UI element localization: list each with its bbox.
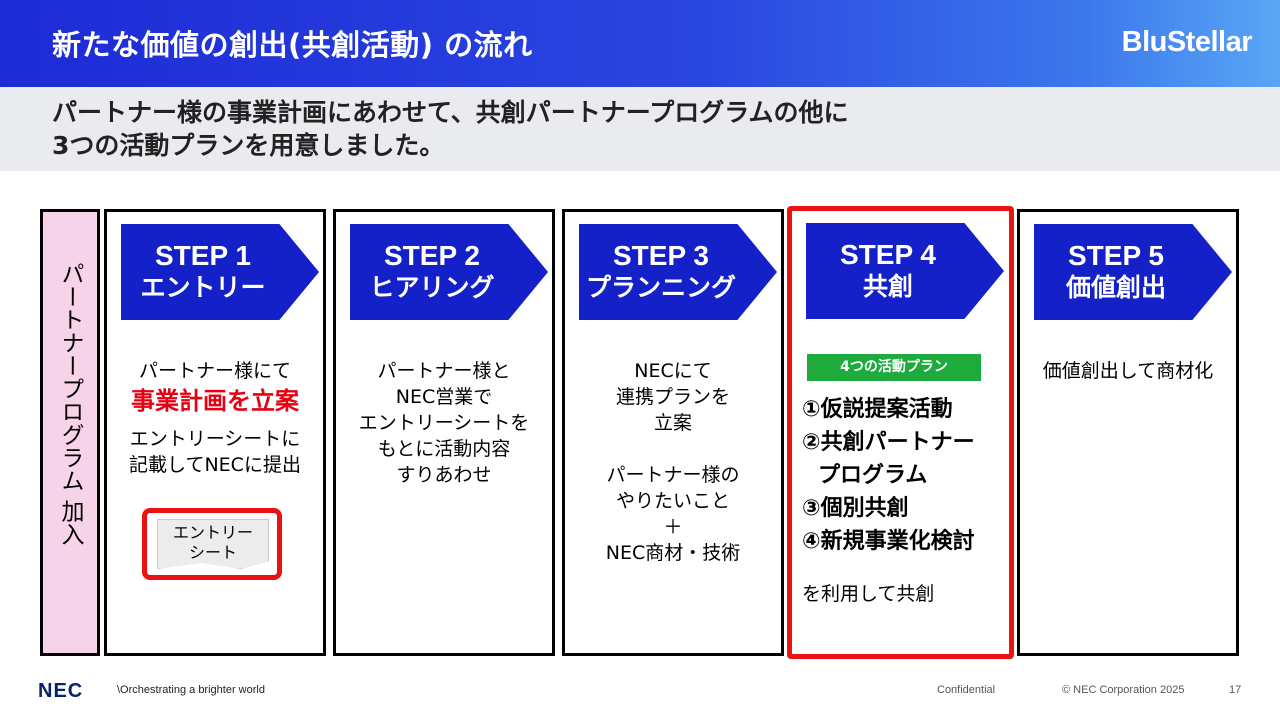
footer-tagline: \Orchestrating a brighter world [117, 684, 265, 696]
step-5-arrow: STEP 5 価値創出 [1034, 224, 1232, 320]
step-4-name: 共創 [862, 272, 913, 301]
step-1-line: エントリーシートに [129, 428, 301, 450]
step-4-arrow: STEP 4 共創 [806, 223, 1004, 319]
step-4-number: STEP 4 [840, 239, 936, 270]
step-2-number: STEP 2 [384, 240, 480, 271]
sheet-label: エントリー [172, 523, 253, 542]
page-title: 新たな価値の創出(共創活動) の流れ [52, 28, 533, 62]
step-3-line: NEC商材・技術 [605, 542, 741, 564]
step-3-line: やりたいこと [615, 490, 730, 512]
step-3-line: 立案 [653, 412, 692, 434]
plan-item-continued: プログラム [818, 463, 928, 488]
plan-item: ④新規事業化検討 [802, 529, 975, 554]
step-2-card: STEP 2 ヒアリング パートナー様と NEC営業で エントリーシートを もと… [333, 209, 555, 656]
step-4-card: STEP 4 共創 4つの活動プラン ①仮説提案活動 ②共創パートナー プログラ… [787, 206, 1014, 659]
plan-item: ②共創パートナー [802, 430, 975, 455]
step-2-line: すりあわせ [396, 464, 492, 486]
step-2-line: NEC営業で [395, 386, 493, 408]
step-5-line: 価値創出して商材化 [1042, 360, 1214, 382]
partner-program-join-box: パートナープログラム 加入 [40, 209, 100, 656]
step-3-line: パートナー様の [606, 464, 740, 486]
step-2-line: エントリーシートを [358, 412, 530, 434]
footer-copyright: © NEC Corporation 2025 [1062, 684, 1185, 696]
step-3-spacer [565, 436, 781, 462]
page-number: 17 [1229, 684, 1242, 696]
step-2-line: もとに活動内容 [377, 438, 511, 460]
footer-confidential: Confidential [937, 684, 996, 696]
step-1-description: パートナー様にて 事業計画を立案 エントリーシートに 記載してNECに提出 [107, 358, 323, 478]
step-1-line: 記載してNECに提出 [129, 454, 301, 476]
step-5-card: STEP 5 価値創出 価値創出して商材化 [1017, 209, 1239, 656]
step-2-description: パートナー様と NEC営業で エントリーシートを もとに活動内容 すりあわせ [336, 358, 552, 488]
activity-plan-badge: 4つの活動プラン [807, 354, 981, 381]
step-2-name: ヒアリング [369, 273, 495, 302]
step-2-line: パートナー様と [377, 360, 511, 382]
subtitle-line-2: 3つの活動プランを用意しました。 [52, 131, 445, 160]
step-1-highlight: 事業計画を立案 [131, 387, 299, 415]
step-1-number: STEP 1 [155, 240, 251, 271]
sheet-label: シート [188, 543, 237, 562]
nec-logo: NEC [38, 680, 84, 702]
subtitle: パートナー様の事業計画にあわせて、共創パートナープログラムの他に 3つの活動プラ… [52, 96, 849, 162]
step-3-line: 連携プランを [615, 386, 730, 408]
subtitle-bar: パートナー様の事業計画にあわせて、共創パートナープログラムの他に 3つの活動プラ… [0, 87, 1280, 171]
step-3-name: プランニング [585, 273, 736, 302]
step-5-description: 価値創出して商材化 [1020, 358, 1236, 384]
plan-item: ③個別共創 [802, 496, 909, 521]
subtitle-line-1: パートナー様の事業計画にあわせて、共創パートナープログラムの他に [52, 98, 849, 127]
step-1-arrow: STEP 1 エントリー [121, 224, 319, 320]
step-1-line: パートナー様にて [138, 360, 291, 382]
step-2-arrow: STEP 2 ヒアリング [350, 224, 548, 320]
step-3-number: STEP 3 [613, 240, 709, 271]
join-label: パートナープログラム 加入 [57, 262, 83, 546]
step-3-card: STEP 3 プランニング NECにて 連携プランを 立案 パートナー様の やり… [562, 209, 784, 656]
step-3-arrow: STEP 3 プランニング [579, 224, 777, 320]
header-bar: 新たな価値の創出(共創活動) の流れ BluStellar [0, 0, 1280, 87]
plan-item: ①仮説提案活動 [802, 397, 953, 422]
document-icon: エントリー シート [157, 519, 269, 569]
step-1-card: STEP 1 エントリー パートナー様にて 事業計画を立案 エントリーシートに … [104, 209, 326, 656]
step-3-line: ＋ [663, 516, 683, 538]
step-3-line: NECにて [634, 360, 712, 382]
activity-plan-list: ①仮説提案活動 ②共創パートナー プログラム ③個別共創 ④新規事業化検討 [802, 393, 975, 558]
step-5-number: STEP 5 [1068, 240, 1164, 271]
step-4-footer-text: を利用して共創 [802, 583, 935, 605]
step-5-name: 価値創出 [1065, 273, 1166, 302]
step-3-description: NECにて 連携プランを 立案 パートナー様の やりたいこと ＋ NEC商材・技… [565, 358, 781, 566]
brand-logo: BluStellar [1121, 26, 1253, 58]
step-1-name: エントリー [140, 273, 266, 302]
entry-sheet-icon: エントリー シート [142, 508, 282, 580]
